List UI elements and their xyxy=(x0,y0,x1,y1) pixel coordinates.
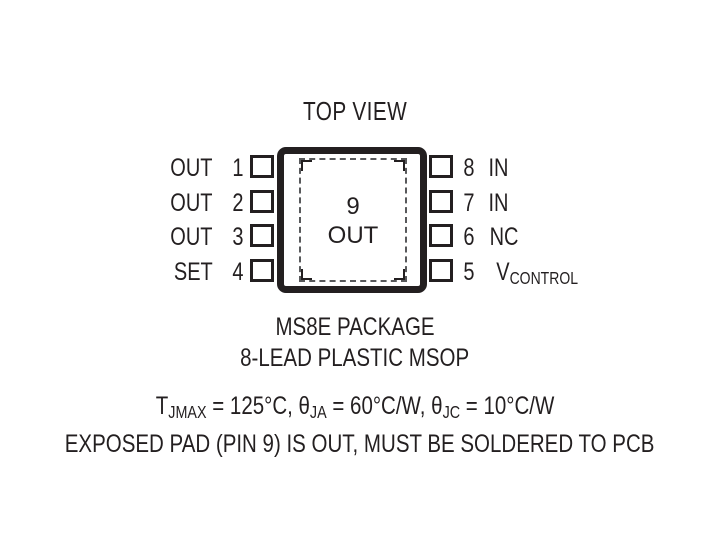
pin-label-5-number: 5 xyxy=(463,258,475,286)
pin-label-1-name: OUT xyxy=(170,154,213,182)
exposed-pad-corner-bottom-right xyxy=(394,269,405,280)
theta-ja-symbol: θ xyxy=(298,392,310,420)
pin-label-5-name: VCONTROL xyxy=(486,258,588,288)
exposed-pad-label: 9 OUT xyxy=(299,192,407,250)
caption-package-name: MS8E PACKAGE xyxy=(0,313,710,342)
theta-ja-value: = 60°C/W, xyxy=(326,392,432,420)
top-view-title-text: TOP VIEW xyxy=(302,96,408,126)
pin-label-6-number: 6 xyxy=(463,223,475,251)
pin-lead-2 xyxy=(250,190,274,213)
caption-exposed-pad-note-text: EXPOSED PAD (PIN 9) IS OUT, MUST BE SOLD… xyxy=(64,430,655,458)
caption-package-name-text: MS8E PACKAGE xyxy=(275,313,435,341)
pin-label-8-name: IN xyxy=(488,154,509,182)
theta-jc-value: = 10°C/W xyxy=(460,392,555,420)
pin-lead-7 xyxy=(429,190,453,213)
pin-label-3-name: OUT xyxy=(170,223,213,251)
pin-lead-4 xyxy=(250,259,274,282)
pin-lead-6 xyxy=(429,224,453,247)
pin-label-4-name: SET xyxy=(174,258,214,286)
pin-label-4-number: 4 xyxy=(232,258,244,286)
package-body-outline xyxy=(277,147,427,293)
pin-label-5-name-subscript: CONTROL xyxy=(509,267,579,288)
top-view-title: TOP VIEW xyxy=(0,98,710,124)
caption-exposed-pad-note: EXPOSED PAD (PIN 9) IS OUT, MUST BE SOLD… xyxy=(0,430,710,459)
tjmax-symbol: T xyxy=(155,392,169,420)
pin-lead-5 xyxy=(429,259,453,282)
caption-lead-type-text: 8-LEAD PLASTIC MSOP xyxy=(240,344,470,372)
tjmax-value: = 125°C, xyxy=(206,392,299,420)
pin-label-7-number: 7 xyxy=(463,189,475,217)
pin-label-2-name: OUT xyxy=(170,189,213,217)
tjmax-subscript: JMAX xyxy=(168,401,207,422)
pin-lead-1 xyxy=(250,155,274,178)
pin-label-1-number: 1 xyxy=(232,154,244,182)
caption-thermal-specs-text: TJMAX = 125°C, θJA = 60°C/W, θJC = 10°C/… xyxy=(155,392,555,422)
pin-label-6-name: NC xyxy=(489,223,519,251)
exposed-pad-corner-top-left xyxy=(301,160,312,171)
pin-lead-3 xyxy=(250,224,274,247)
pin-label-5-name-base: V xyxy=(496,258,510,286)
theta-jc-symbol: θ xyxy=(431,392,443,420)
theta-ja-subscript: JA xyxy=(309,401,327,422)
pin-lead-8 xyxy=(429,155,453,178)
exposed-pad-corner-bottom-left xyxy=(301,269,312,280)
exposed-pad-outline xyxy=(299,158,407,282)
pin-label-2-number: 2 xyxy=(232,189,244,217)
pin-label-3-number: 3 xyxy=(232,223,244,251)
pin-label-8-number: 8 xyxy=(463,154,475,182)
exposed-pad-number: 9 xyxy=(346,193,360,220)
caption-thermal-specs: TJMAX = 125°C, θJA = 60°C/W, θJC = 10°C/… xyxy=(0,392,710,422)
exposed-pad-signal: OUT xyxy=(327,222,379,249)
caption-lead-type: 8-LEAD PLASTIC MSOP xyxy=(0,344,710,373)
theta-jc-subscript: JC xyxy=(442,401,461,422)
exposed-pad-corner-top-right xyxy=(394,160,405,171)
pin-label-7-name: IN xyxy=(488,189,509,217)
